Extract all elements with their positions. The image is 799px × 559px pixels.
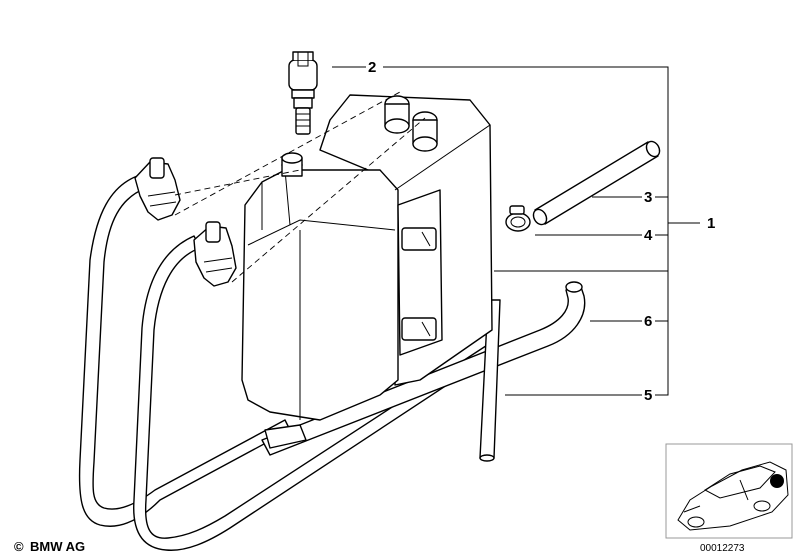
- connector-upper: [134, 157, 181, 221]
- pressure-sensor: [288, 51, 318, 135]
- callout-4: 4: [644, 227, 653, 244]
- callout-5: 5: [644, 387, 652, 404]
- assembly-line-lower: [231, 117, 426, 283]
- hose-5: [479, 299, 501, 462]
- leader-lines: [332, 66, 700, 396]
- copyright-text: BMW AG: [30, 539, 85, 554]
- hose-3: [532, 140, 661, 226]
- connector-lower: [193, 221, 237, 287]
- callout-1: 1: [707, 215, 715, 232]
- assembly-line-upper: [174, 91, 401, 216]
- callout-6: 6: [644, 313, 652, 330]
- hose-6: [261, 281, 586, 456]
- location-marker-icon: [770, 474, 784, 488]
- callout-2: 2: [368, 59, 376, 76]
- charcoal-canister: [241, 94, 493, 449]
- vehicle-thumbnail: [665, 443, 793, 539]
- assembly-line-mid: [174, 169, 301, 196]
- copyright-symbol: ©: [14, 539, 24, 554]
- callout-3: 3: [644, 189, 652, 206]
- hose-left-outer: [78, 174, 291, 527]
- car-icon: [677, 461, 789, 531]
- hose-clamp-4: [505, 205, 531, 232]
- image-number: 00012273: [700, 543, 745, 554]
